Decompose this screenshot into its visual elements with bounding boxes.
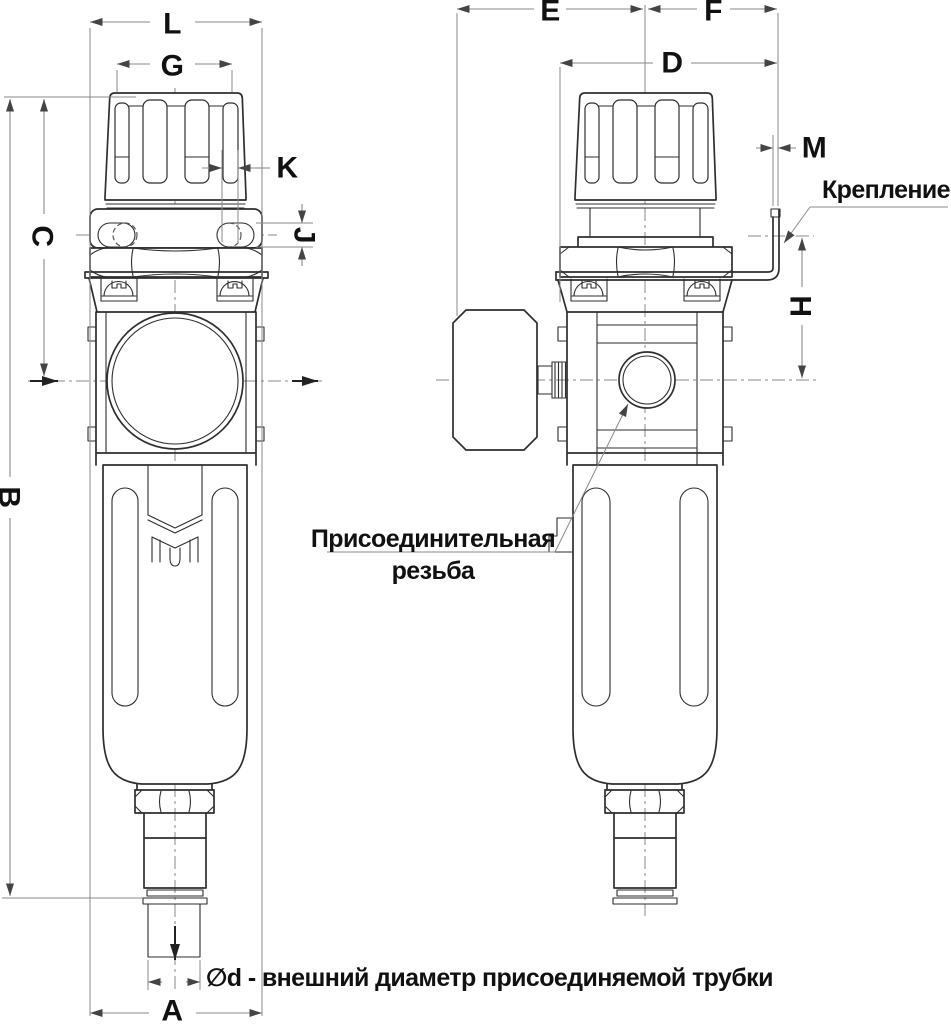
mounting-flange (89, 208, 263, 249)
dim-label-M: M (802, 132, 827, 165)
annotations: Крепление Присоединительная резьба ∅d - … (206, 176, 951, 992)
side-view (452, 92, 781, 905)
cover-screw-side-right (683, 278, 721, 302)
regulator-body (87, 277, 265, 466)
cover-screw-side-left (570, 278, 608, 302)
mounting-hole-right (216, 222, 242, 248)
filter-bowl-side (548, 464, 718, 785)
mounting-bracket (555, 208, 781, 281)
gauge-thread (551, 361, 568, 399)
dimensions: L G K J C B A E F D (0, 0, 827, 1024)
cover-screw-right (216, 278, 254, 302)
dim-label-C: C (26, 225, 59, 246)
adjusting-knob (104, 92, 247, 209)
connection-thread-label-line2: резьба (392, 557, 476, 585)
bracket-tab (770, 208, 781, 218)
mounting-flange-side (577, 207, 714, 248)
port-opening-inner (622, 355, 672, 405)
front-view (30, 92, 318, 960)
dim-label-F: F (704, 0, 722, 28)
witness-lines (2, 13, 779, 1016)
dim-label-A: A (161, 995, 182, 1024)
mounting-hole-left (112, 222, 138, 248)
dim-label-L: L (163, 8, 181, 41)
tube-diameter-note: ∅d - внешний диаметр присоединяемой труб… (206, 964, 773, 992)
dim-label-J: J (288, 227, 321, 243)
dim-label-K: K (276, 152, 298, 185)
filter-bowl (102, 464, 248, 785)
adjusting-knob-side (574, 92, 717, 209)
mounting-label: Крепление (822, 176, 951, 204)
port-opening-outer (618, 351, 676, 409)
dim-label-G: G (161, 50, 184, 83)
filter-element (147, 464, 203, 567)
drain-fitting-side (604, 783, 685, 905)
bracket-plate-front (84, 271, 269, 279)
dim-label-B: B (0, 486, 26, 507)
gauge-body (452, 309, 538, 451)
connection-thread-label-line1: Присоединительная (311, 525, 555, 553)
sight-window-outer (106, 312, 244, 450)
dim-label-H: H (784, 295, 817, 316)
dim-label-E: E (540, 0, 560, 28)
pressure-gauge (452, 309, 568, 451)
sight-window-inner (111, 317, 239, 445)
dim-label-D: D (661, 47, 682, 80)
regulator-body-side (557, 278, 733, 466)
cover-screw-left (100, 278, 138, 302)
